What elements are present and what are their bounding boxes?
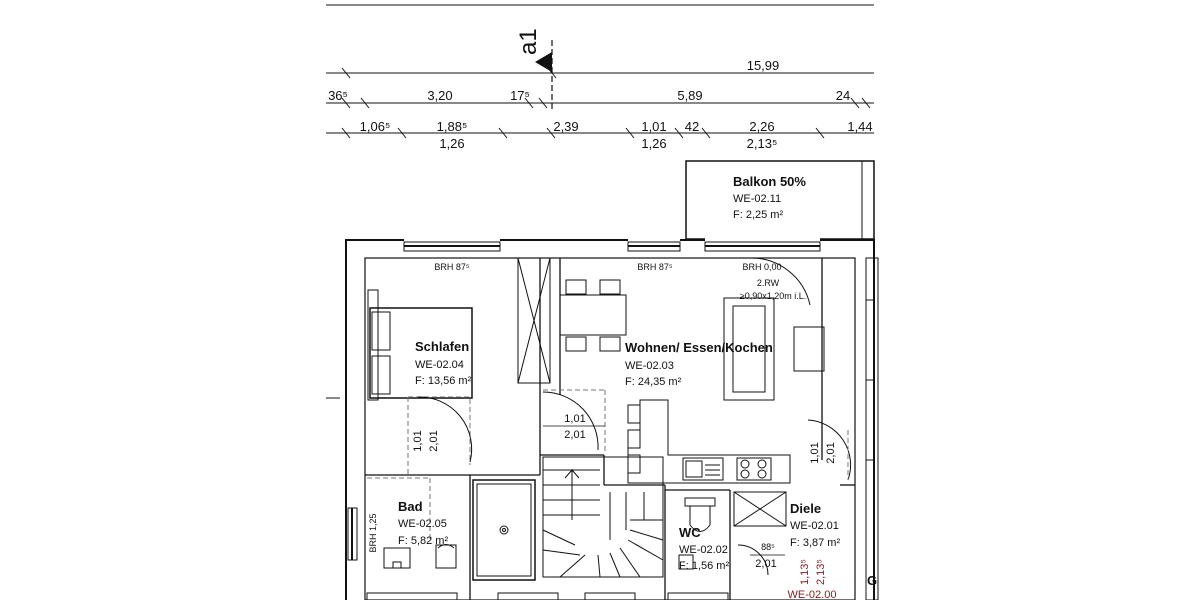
room-wc: WC WE-02.02 F: 1,56 m² [679, 525, 729, 572]
room-name: Diele [790, 501, 821, 516]
annotations: BRH 87⁵ BRH 87⁵ BRH 0,00 2.RW ≥0,90x1,20… [368, 262, 877, 600]
dim-r3-0: 1,06⁵ [360, 119, 391, 134]
room-area: F: 13,56 m² [415, 375, 472, 387]
dim-r2-3: 5,89 [677, 88, 702, 103]
room-schlafen: Schlafen WE-02.04 F: 13,56 m² [415, 339, 472, 387]
dimension-lines [326, 67, 874, 139]
door-schlafen-h: 2,01 [428, 430, 440, 451]
room-name: Balkon 50% [733, 174, 806, 189]
dim-r3b-2: 2,13⁵ [747, 136, 778, 151]
door-mid-w: 1,01 [564, 413, 585, 425]
room-id: WE-02.05 [398, 518, 447, 530]
shaft [733, 491, 787, 527]
brh-left: BRH 87⁵ [434, 262, 470, 272]
dim-r3-5: 2,26 [749, 119, 774, 134]
brh-bad: BRH 1,25 [368, 513, 378, 552]
brh-mid: BRH 87⁵ [637, 262, 673, 272]
door-schlafen-w: 1,01 [412, 430, 424, 451]
room-balkon: Balkon 50% WE-02.11 F: 2,25 m² [733, 174, 806, 221]
entry-h: 2,13⁵ [815, 559, 827, 585]
room-name: Schlafen [415, 339, 469, 354]
bathroom-fixtures [383, 479, 716, 581]
windows [347, 241, 821, 561]
stairs [542, 456, 664, 578]
dim-r2-0: 36⁵ [328, 88, 348, 103]
door-wc-w: 88⁵ [761, 542, 775, 552]
room-diele: Diele WE-02.01 F: 3,87 m² [790, 501, 840, 549]
room-area: F: 24,35 m² [625, 376, 682, 388]
rw-line1: 2.RW [757, 278, 780, 288]
walls [345, 238, 875, 600]
room-area: F: 1,56 m² [679, 560, 729, 572]
kitchen [627, 399, 791, 484]
wardrobe [517, 257, 551, 384]
room-name: WC [679, 525, 701, 540]
room-id: WE-02.01 [790, 520, 839, 532]
dim-r3b-0: 1,26 [439, 136, 464, 151]
dim-r2-4: 24 [836, 88, 850, 103]
dim-r3-3: 1,01 [641, 119, 666, 134]
stair-ref: WE-02.00 [788, 589, 837, 600]
interior-walls [365, 258, 855, 600]
door-mid-h: 2,01 [564, 429, 585, 441]
section-marker: a1 [515, 28, 553, 110]
doors [367, 257, 852, 576]
dim-r3-1: 1,88⁵ [437, 119, 468, 134]
bed [367, 289, 473, 401]
rw-line2: ≥0,90x1,20m i.L. [740, 291, 806, 301]
room-area: F: 5,82 m² [398, 535, 448, 547]
room-area: F: 3,87 m² [790, 537, 840, 549]
dim-r3-4: 42 [685, 119, 699, 134]
entry-w: 1,13⁵ [799, 559, 811, 585]
dining-table [559, 279, 627, 352]
section-marker-label: a1 [515, 28, 542, 55]
dim-r2-2: 17⁵ [510, 88, 530, 103]
brh-right: BRH 0,00 [742, 262, 781, 272]
room-id: WE-02.04 [415, 359, 464, 371]
partial-label: G [867, 573, 877, 588]
room-id: WE-02.02 [679, 544, 728, 556]
sofa [723, 297, 825, 401]
dim-r3-6: 1,44 [847, 119, 872, 134]
room-id: WE-02.11 [733, 193, 781, 205]
room-name: Bad [398, 499, 423, 514]
dim-r3b-1: 1,26 [641, 136, 666, 151]
dim-total: 15,99 [747, 58, 780, 73]
room-area: F: 2,25 m² [733, 209, 783, 221]
room-name: Wohnen/ Essen/Kochen [625, 340, 773, 355]
dim-r2-1: 3,20 [427, 88, 452, 103]
door-wc-h: 2,01 [755, 558, 776, 570]
door-diele-h: 2,01 [825, 442, 837, 463]
room-id: WE-02.03 [625, 360, 674, 372]
dim-r3-2: 2,39 [553, 119, 578, 134]
door-diele-w: 1,01 [809, 442, 821, 463]
room-wohnen: Wohnen/ Essen/Kochen WE-02.03 F: 24,35 m… [625, 340, 773, 388]
room-bad: Bad WE-02.05 F: 5,82 m² [398, 499, 448, 547]
neighbor-walls [366, 257, 879, 600]
dimension-texts: 15,99 36⁵ 3,20 17⁵ 5,89 24 1,06⁵ 1,88⁵ 2… [328, 58, 873, 151]
